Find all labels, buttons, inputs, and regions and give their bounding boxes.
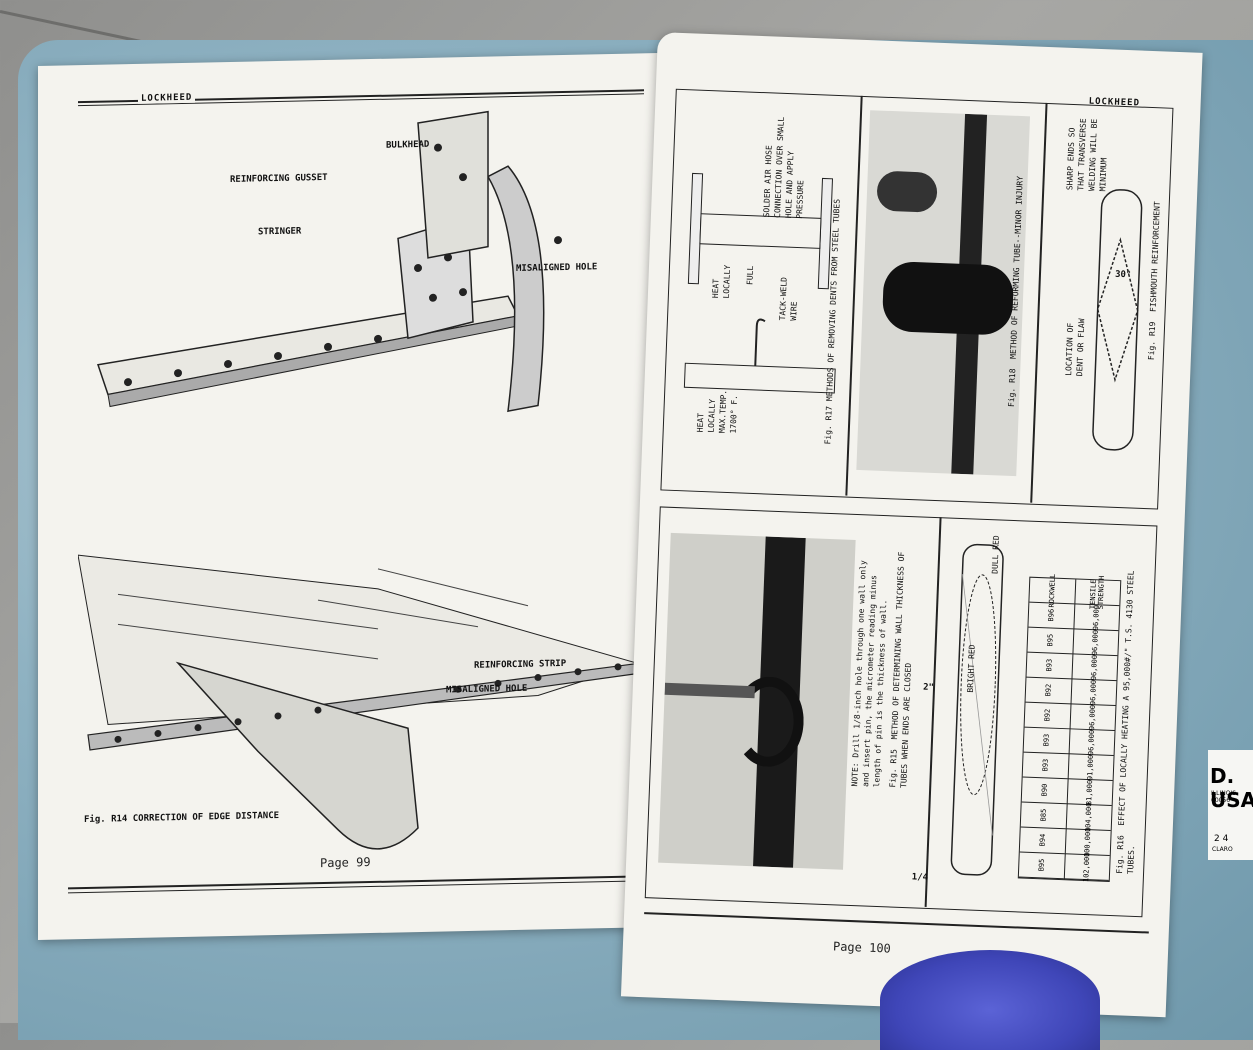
dim-2-inch: 2" (922, 682, 935, 694)
dim-quarter: 1/4 (911, 872, 929, 883)
blue-glove (880, 950, 1100, 1050)
rockwell-cell: B93 (1022, 752, 1069, 780)
label-dull-red: DULL RED (990, 535, 1001, 575)
rockwell-header: ROCKWELL (1029, 574, 1076, 608)
tensile-cell: 102,000 (1063, 852, 1110, 882)
price-sticker: D. USA ILLINOIS 60056 2 4 CLARO (1208, 750, 1253, 860)
rockwell-cell: B93 (1023, 727, 1070, 755)
note-sharp-ends: SHARP ENDS SO THAT TRANSVERSE WELDING WI… (1065, 118, 1109, 192)
label-misaligned-top: MISALIGNED HOLE (516, 262, 598, 274)
label-reinforcing-strip: REINFORCING STRIP (474, 658, 567, 671)
lockheed-logo: LOCKHEED (138, 92, 196, 104)
note-full: FULL (745, 265, 756, 286)
rockwell-cell: B94 (1019, 827, 1066, 855)
fishmouth-illustration (1092, 189, 1143, 451)
rockwell-cell: B85 (1020, 802, 1067, 830)
tensile-cell: 96,000 (1072, 629, 1119, 657)
rockwell-cell: B93 (1026, 652, 1073, 680)
angle-30: 30° (1114, 269, 1132, 281)
rockwell-cell: B95 (1018, 852, 1065, 880)
label-bulkhead: BULKHEAD (386, 139, 430, 151)
rockwell-cell: B90 (1021, 777, 1068, 805)
tensile-cell: 96,000 (1071, 654, 1118, 682)
rockwell-cell: B92 (1025, 677, 1072, 705)
note-heat-locally: HEAT LOCALLY (710, 264, 733, 299)
heated-tube-illustration (950, 543, 1004, 876)
edge-distance-illustration (78, 554, 638, 850)
page-number-99: Page 99 (320, 855, 371, 871)
label-misaligned-bottom: MISALIGNED HOLE (446, 683, 528, 696)
rockwell-cell: B96 (1028, 602, 1075, 630)
tensile-cell: 96,000 (1069, 704, 1116, 732)
note-tack-weld: TACK-WELD WIRE (778, 276, 799, 321)
tensile-cell: 91,000 (1067, 754, 1114, 782)
footer-rule (644, 912, 1149, 934)
stringer-illustration (97, 110, 562, 413)
tensile-cell: 96,000 (1068, 729, 1115, 757)
sticker-number: 2 4 (1214, 834, 1229, 844)
label-bright-red: BRIGHT RED (965, 644, 977, 693)
tensile-cell: 96,000 (1073, 604, 1120, 632)
left-page: LOCKHEED BULKHEAD REINFORCING GUSSET STR… (38, 52, 670, 941)
page-number-100: Page 100 (832, 939, 892, 956)
tensile-cell: 96,000 (1070, 679, 1117, 707)
label-gusset: REINFORCING GUSSET (230, 172, 328, 185)
note-heat-max: HEAT LOCALLY MAX.TEMP. 1700° F. (695, 389, 740, 434)
sticker-location: ILLINOIS 60056 (1211, 790, 1237, 804)
tensile-header: TENSILE STRENGTH (1074, 575, 1121, 609)
sticker-text: D. USA (1210, 764, 1253, 812)
right-page: LOCKHEED SOLDER AIR HOSE CONNECTION OVER… (620, 32, 1203, 1018)
sticker-name: CLARO (1212, 846, 1233, 853)
reforming-tube-photo (856, 110, 1031, 477)
label-stringer: STRINGER (258, 226, 302, 238)
dent-removal-illustration (683, 172, 836, 394)
note-location-dent: LOCATION OF DENT OR FLAW (1064, 318, 1087, 377)
micrometer-photo (658, 532, 856, 870)
rockwell-cell: B95 (1027, 627, 1074, 655)
note-solder: SOLDER AIR HOSE CONNECTION OVER SMALL HO… (761, 116, 806, 219)
rockwell-cell: B92 (1024, 702, 1071, 730)
